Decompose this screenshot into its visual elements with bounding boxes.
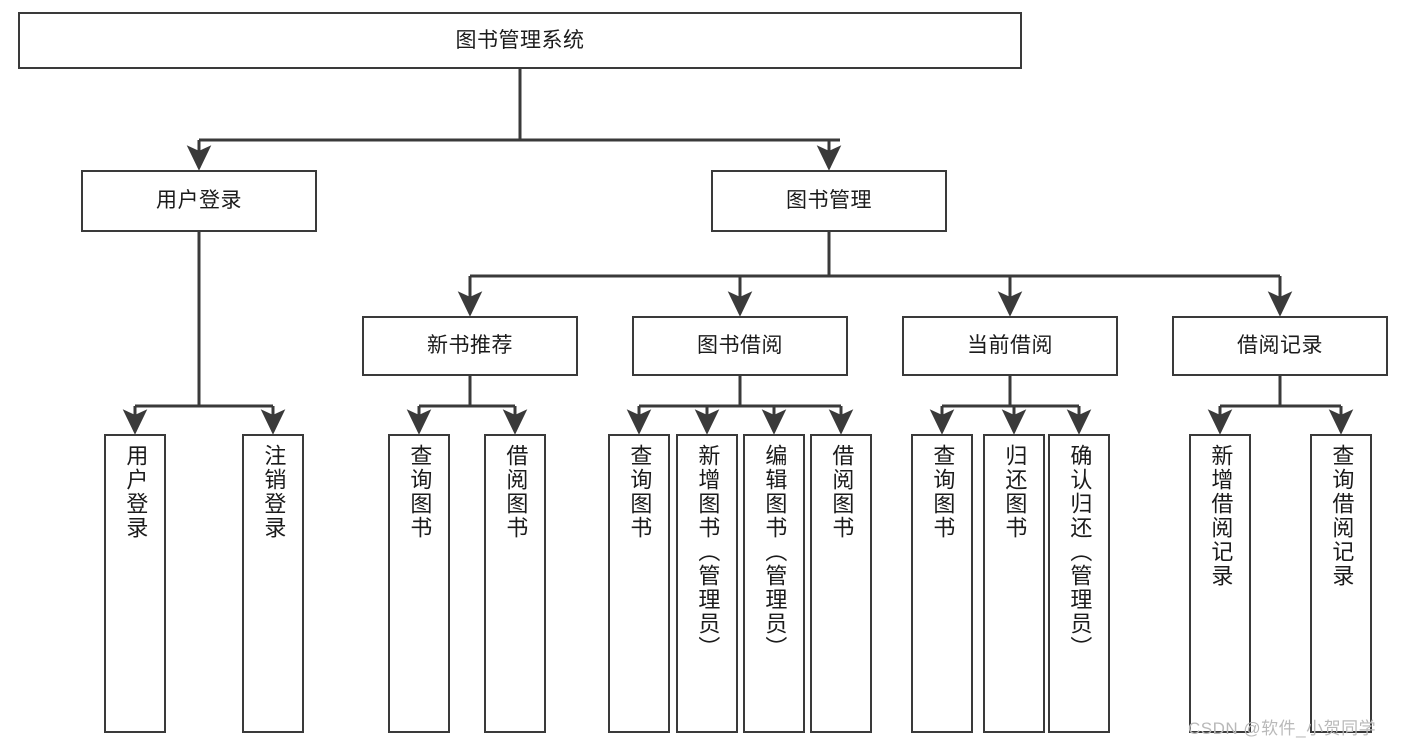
node-new-book-rec-label: 新书推荐 xyxy=(427,334,513,358)
node-new-book-rec[interactable]: 新书推荐 xyxy=(362,316,578,376)
node-user-login[interactable]: 用户登录 xyxy=(81,170,317,232)
leaf-borrow-book[interactable]: 借阅图书 xyxy=(810,434,872,733)
leaf-query-record[interactable]: 查询借阅记录 xyxy=(1310,434,1372,733)
leaf-query-book-rec-label: 查询图书 xyxy=(407,444,433,540)
node-book-manage-label: 图书管理 xyxy=(786,189,872,213)
leaf-borrow-book-rec-label: 借阅图书 xyxy=(503,444,529,540)
leaf-query-record-label: 查询借阅记录 xyxy=(1329,444,1355,588)
node-root[interactable]: 图书管理系统 xyxy=(18,12,1022,69)
node-user-login-label: 用户登录 xyxy=(156,189,242,213)
leaf-user-login[interactable]: 用户登录 xyxy=(104,434,166,733)
node-borrow-record-label: 借阅记录 xyxy=(1237,334,1323,358)
leaf-logout[interactable]: 注销登录 xyxy=(242,434,304,733)
leaf-add-record[interactable]: 新增借阅记录 xyxy=(1189,434,1251,733)
leaf-add-book-label: 新增图书（管理员） xyxy=(695,444,721,660)
leaf-confirm-return-label: 确认归还（管理员） xyxy=(1067,444,1093,660)
node-current-borrow-label: 当前借阅 xyxy=(967,334,1053,358)
csdn-watermark: CSDN @软件_小贺同学 xyxy=(1188,719,1377,738)
leaf-query-book-cur-label: 查询图书 xyxy=(930,444,956,540)
leaf-query-book-cur[interactable]: 查询图书 xyxy=(911,434,973,733)
leaf-logout-label: 注销登录 xyxy=(261,444,287,540)
node-book-borrow-label: 图书借阅 xyxy=(697,334,783,358)
node-book-borrow[interactable]: 图书借阅 xyxy=(632,316,848,376)
node-book-manage[interactable]: 图书管理 xyxy=(711,170,947,232)
node-borrow-record[interactable]: 借阅记录 xyxy=(1172,316,1388,376)
leaf-add-book[interactable]: 新增图书（管理员） xyxy=(676,434,738,733)
leaf-query-book-borrow-label: 查询图书 xyxy=(627,444,653,540)
leaf-return-book-label: 归还图书 xyxy=(1002,444,1028,540)
leaf-user-login-label: 用户登录 xyxy=(123,444,149,540)
leaf-confirm-return[interactable]: 确认归还（管理员） xyxy=(1048,434,1110,733)
leaf-return-book[interactable]: 归还图书 xyxy=(983,434,1045,733)
node-root-label: 图书管理系统 xyxy=(455,28,585,52)
leaf-borrow-book-label: 借阅图书 xyxy=(829,444,855,540)
leaf-query-book-rec[interactable]: 查询图书 xyxy=(388,434,450,733)
node-current-borrow[interactable]: 当前借阅 xyxy=(902,316,1118,376)
leaf-edit-book-label: 编辑图书（管理员） xyxy=(762,444,788,660)
leaf-query-book-borrow[interactable]: 查询图书 xyxy=(608,434,670,733)
leaf-edit-book[interactable]: 编辑图书（管理员） xyxy=(743,434,805,733)
leaf-borrow-book-rec[interactable]: 借阅图书 xyxy=(484,434,546,733)
leaf-add-record-label: 新增借阅记录 xyxy=(1208,444,1234,588)
